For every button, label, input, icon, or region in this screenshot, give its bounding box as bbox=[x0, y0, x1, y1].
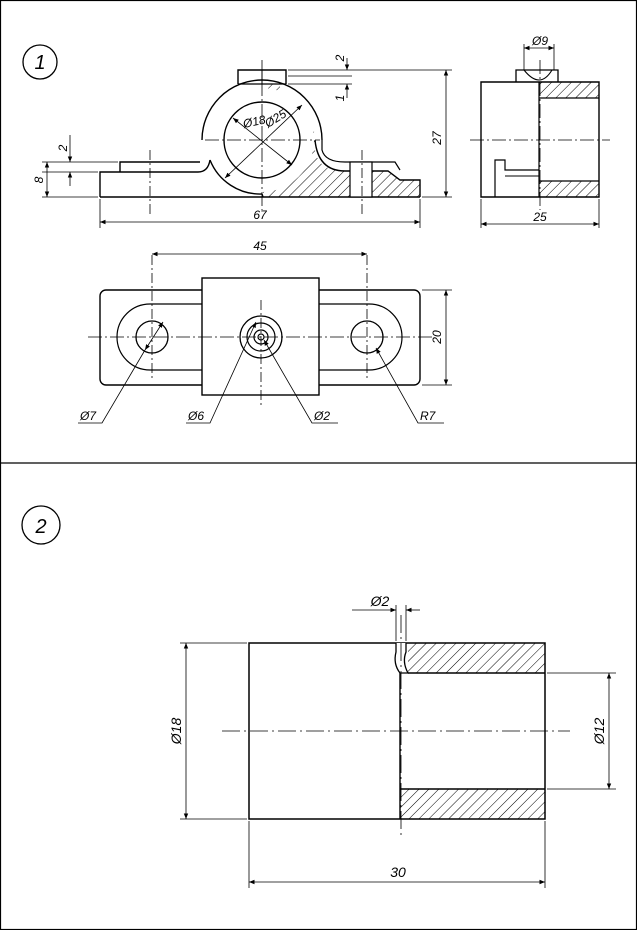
panel-2-number-circle bbox=[21, 505, 61, 545]
bushing-hatch-top bbox=[408, 643, 545, 673]
front-base-left bbox=[99, 159, 211, 197]
side-view: Ø9 25 bbox=[470, 34, 610, 228]
dim-front-27: 27 bbox=[430, 130, 444, 146]
bushing-hatch-bottom bbox=[400, 789, 545, 819]
dim-top-d6: Ø6 bbox=[187, 409, 204, 423]
dim-bushing-d18: Ø18 bbox=[168, 718, 184, 746]
dim-top-d7: Ø7 bbox=[79, 409, 97, 423]
dim-front-8: 8 bbox=[32, 176, 46, 183]
dim-side-d9: Ø9 bbox=[531, 34, 548, 48]
dim-top-d2: Ø2 bbox=[313, 409, 330, 423]
front-view: Ø18 Ø25 67 27 2 1 8 bbox=[32, 54, 452, 228]
bushing-view: Ø2 Ø18 Ø12 30 bbox=[168, 593, 616, 888]
dim-front-d18: Ø18 bbox=[241, 112, 267, 131]
panel-2-number: 2 bbox=[34, 516, 46, 538]
dim-bushing-d12: Ø12 bbox=[591, 718, 607, 746]
dim-top-45: 45 bbox=[253, 239, 267, 253]
panel-2: 2 Ø2 Ø18 Ø12 bbox=[21, 505, 616, 888]
dim-top-20: 20 bbox=[430, 330, 444, 345]
dim-front-67: 67 bbox=[253, 208, 268, 222]
dim-bushing-30: 30 bbox=[390, 864, 406, 880]
panel-1: 1 bbox=[22, 34, 610, 424]
side-outline bbox=[480, 81, 600, 198]
bushing-oil-hole bbox=[394, 643, 410, 674]
dim-front-step-2: 2 bbox=[56, 144, 70, 152]
top-boss-outline bbox=[201, 277, 320, 396]
dim-top-r7: R7 bbox=[420, 409, 437, 423]
front-bolt-hole bbox=[349, 161, 373, 198]
panel-1-number: 1 bbox=[34, 52, 45, 74]
dim-side-25: 25 bbox=[532, 210, 547, 224]
top-view: 45 20 Ø7 Ø6 Ø2 R7 bbox=[78, 239, 452, 424]
dim-bushing-d2: Ø2 bbox=[370, 593, 390, 609]
dim-front-top-1: 1 bbox=[333, 95, 347, 102]
panel-1-number-circle bbox=[22, 44, 58, 80]
dim-front-top-2: 2 bbox=[333, 54, 347, 62]
